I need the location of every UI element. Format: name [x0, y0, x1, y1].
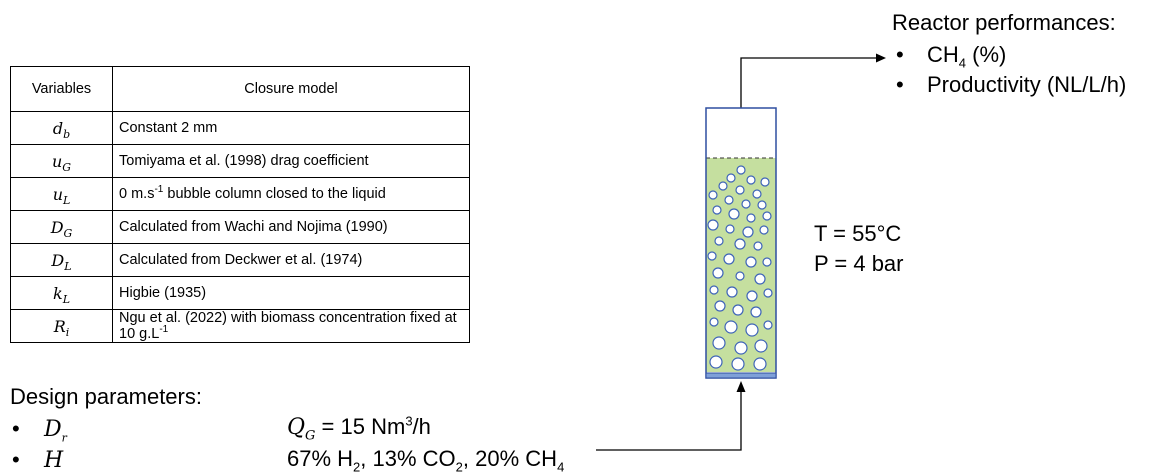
inlet-line [596, 392, 742, 451]
bubble [735, 185, 745, 195]
bubble [763, 288, 773, 298]
pressure-label: P = 4 bar [814, 251, 904, 276]
bubble [714, 236, 724, 246]
bubble [723, 253, 735, 265]
bubble [707, 219, 719, 231]
bubble [753, 357, 767, 371]
bubble [754, 273, 766, 285]
table-row: Ri Ngu et al. (2022) with biomass concen… [10, 309, 470, 343]
list-item: •Productivity (NL/L/h) [896, 72, 1127, 97]
design-parameters-title: Design parameters: [10, 384, 202, 409]
bubble [732, 304, 744, 316]
variable-symbol: kL [52, 283, 70, 306]
bubble [724, 195, 734, 205]
inlet-arrowhead [736, 381, 746, 392]
list-item: •CH4 (%) [896, 42, 1007, 71]
bubble [745, 256, 757, 268]
bubble [728, 208, 740, 220]
design-parameters-list: •Dr •H [12, 414, 67, 476]
variable-symbol: Ri [53, 316, 70, 339]
table-row: kL Higbie (1935) [10, 276, 470, 310]
closure-model-cell: Calculated from Wachi and Nojima (1990) [112, 210, 470, 244]
bubble [742, 226, 754, 238]
temperature-label: T = 55°C [814, 221, 902, 246]
bubble [763, 320, 773, 330]
bubble [712, 336, 726, 350]
bubble [750, 306, 762, 318]
table-row: DG Calculated from Wachi and Nojima (199… [10, 210, 470, 244]
variable-symbol: DL [51, 250, 72, 273]
gas-composition: 67% H2, 13% CO2, 20% CH4 [287, 446, 565, 475]
variable-symbol: DG [50, 217, 73, 240]
variable-symbol: db [52, 118, 71, 141]
bubble [718, 181, 728, 191]
bubble [735, 271, 745, 281]
reactor-performances-title: Reactor performances: [892, 10, 1116, 35]
gas-bubbles [707, 165, 773, 371]
bubble [734, 238, 746, 250]
list-item: •Dr [12, 416, 67, 445]
bubble [731, 357, 745, 371]
bubble [709, 285, 719, 295]
closure-model-cell: Higbie (1935) [112, 276, 470, 310]
bubble [712, 205, 722, 215]
gas-sparger [705, 372, 777, 379]
bubble [752, 189, 762, 199]
outlet-line [740, 57, 876, 108]
bubble [760, 177, 770, 187]
table-row: uL 0 m.s-1 bubble column closed to the l… [10, 177, 470, 211]
bubble [709, 355, 723, 369]
closure-model-cell: Calculated from Deckwer et al. (1974) [112, 243, 470, 277]
bubble [746, 213, 756, 223]
reactor-performances-list: •CH4 (%) •Productivity (NL/L/h) [896, 40, 1126, 100]
bubble [741, 199, 751, 209]
list-item: •H [12, 447, 64, 473]
bubble [709, 317, 719, 327]
bubble [726, 173, 736, 183]
bubble [762, 257, 772, 267]
closure-model-cell: 0 m.s-1 bubble column closed to the liqu… [112, 177, 470, 211]
header-closure-model: Closure model [112, 66, 470, 112]
bubble [736, 165, 746, 175]
bubble [746, 175, 756, 185]
bubble [707, 251, 717, 261]
closure-model-table: Variables Closure model db Constant 2 mm… [10, 66, 470, 343]
bubble [762, 211, 772, 221]
operating-conditions: T = 55°C P = 4 bar [814, 219, 904, 279]
bubble [708, 190, 718, 200]
gas-flow-rate: QG = 15 Nm3/h [287, 413, 431, 444]
variable-symbol: uG [51, 151, 72, 174]
bubble [726, 286, 738, 298]
closure-model-cell: Constant 2 mm [112, 111, 470, 145]
bubble [734, 341, 748, 355]
bubble [746, 290, 758, 302]
closure-model-cell: Ngu et al. (2022) with biomass concentra… [112, 309, 470, 343]
bubble [724, 320, 738, 334]
header-variables: Variables [10, 66, 113, 112]
bubble [745, 323, 759, 337]
bubble [714, 300, 726, 312]
bubble [753, 241, 763, 251]
bubble [725, 224, 735, 234]
bubble [759, 225, 769, 235]
variable-symbol: uL [52, 184, 71, 207]
table-header-row: Variables Closure model [10, 66, 470, 112]
table-row: db Constant 2 mm [10, 111, 470, 145]
outlet-arrowhead [876, 53, 886, 63]
bubble [757, 200, 767, 210]
bubble [712, 267, 724, 279]
bubble [754, 339, 768, 353]
